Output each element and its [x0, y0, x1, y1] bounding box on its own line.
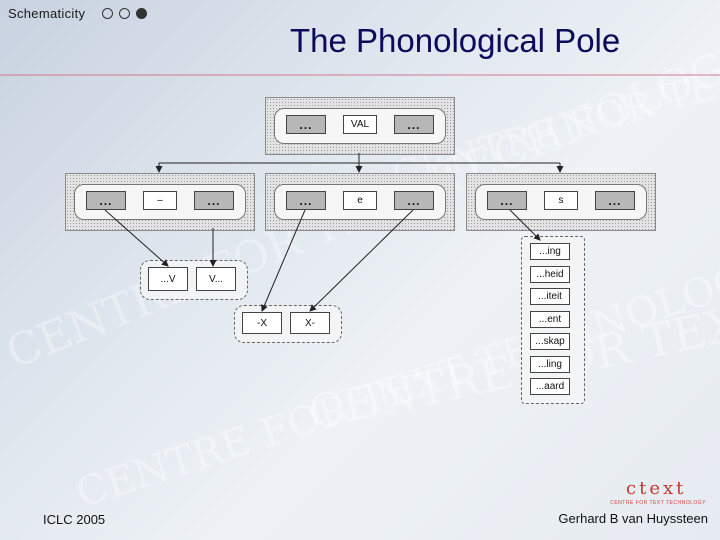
level2-dots-left: ... [286, 191, 326, 210]
header-divider [0, 74, 720, 76]
suffix-cell: ...skap [530, 333, 570, 350]
x-cell-left: -X [242, 312, 282, 334]
level2-middle-cell: e [343, 191, 377, 210]
level2-frame-2: ... e ... [265, 173, 455, 231]
footer-author: Gerhard B van Huyssteen [558, 511, 708, 526]
footer-conference: ICLC 2005 [43, 512, 106, 527]
level2-dots-right: ... [394, 191, 434, 210]
logo-subtitle: CENTRE FOR TEXT TECHNOLOGY [610, 500, 706, 506]
top-frame: ... VAL ... [265, 97, 455, 155]
connector-arrow [104, 209, 169, 267]
level2-dots-left: ... [86, 191, 126, 210]
vowel-cell-left: ...V [148, 267, 188, 291]
connector-arrow [309, 209, 414, 312]
vowel-cell-right: V... [196, 267, 236, 291]
level2-dots-left: ... [487, 191, 527, 210]
level2-middle-cell: – [143, 191, 177, 210]
top-dots-right: ... [394, 115, 434, 134]
level2-middle-cell: s [544, 191, 578, 210]
suffix-cell: ...aard [530, 378, 570, 395]
level2-frame-3: ... s ... [466, 173, 656, 231]
ctext-logo: ctext [626, 478, 686, 499]
level2-dots-right: ... [194, 191, 234, 210]
connector-arrow [261, 209, 306, 312]
suffix-cell: ...ling [530, 356, 570, 373]
progress-circle-filled-icon [136, 8, 147, 19]
level2-dots-right: ... [595, 191, 635, 210]
top-val-cell: VAL [343, 115, 377, 134]
logo-text: ctext [626, 478, 686, 499]
x-cell-right: X- [290, 312, 330, 334]
level2-frame-1: ... – ... [65, 173, 255, 231]
suffix-cell: ...iteit [530, 288, 570, 305]
suffix-cell: ...ing [530, 243, 570, 260]
connector-arrow [509, 209, 541, 241]
progress-circle-icon [119, 8, 130, 19]
slide-title: The Phonological Pole [290, 22, 621, 59]
progress-circle-icon [102, 8, 113, 19]
suffix-cell: ...ent [530, 311, 570, 328]
top-dots-left: ... [286, 115, 326, 134]
suffix-cell: ...heid [530, 266, 570, 283]
section-label: Schematicity [8, 6, 86, 21]
